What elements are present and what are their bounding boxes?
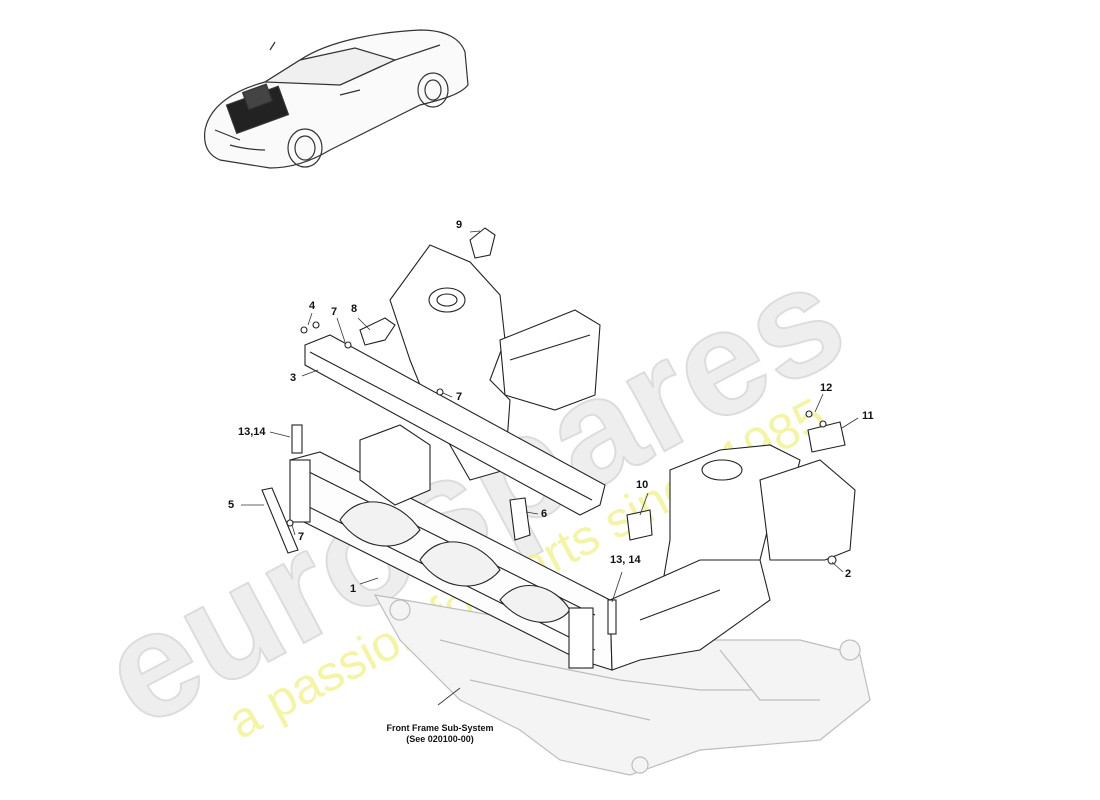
bolt-12a — [805, 410, 813, 418]
plate-13-14-left — [291, 424, 303, 454]
callout-7-middle: 7 — [456, 391, 463, 403]
bolt-12b — [819, 420, 827, 428]
callout-12: 12 — [820, 382, 833, 394]
subsystem-note-title: Front Frame Sub-System — [386, 723, 494, 733]
bolt-7b — [436, 388, 444, 396]
bracket-10 — [626, 509, 653, 541]
callout-7-lower: 7 — [298, 531, 305, 543]
callout-11: 11 — [862, 410, 874, 422]
bracket-6 — [509, 497, 531, 541]
callout-8: 8 — [351, 303, 358, 315]
callout-10: 10 — [636, 479, 649, 491]
upper-cross-member — [304, 334, 606, 516]
bolt-2 — [827, 555, 837, 565]
callout-4: 4 — [309, 300, 316, 312]
bracket-9 — [469, 227, 496, 259]
bolt-4b — [312, 321, 320, 329]
bracket-8 — [359, 317, 396, 346]
car-overview-icon — [203, 29, 469, 169]
callout-1: 1 — [350, 583, 357, 595]
bracket-11 — [807, 421, 846, 453]
callout-2: 2 — [845, 568, 852, 580]
plate-13-14-right — [607, 599, 617, 635]
subsystem-note: Front Frame Sub-System (See 020100-00) — [360, 723, 520, 745]
callout-13-14-left: 13,14 — [238, 426, 266, 438]
bolt-7c — [286, 519, 294, 527]
leader-lines — [241, 230, 859, 706]
callout-9: 9 — [456, 219, 463, 231]
callout-6: 6 — [541, 508, 548, 520]
bolt-7a — [344, 341, 352, 349]
callout-3: 3 — [290, 372, 297, 384]
callout-13-14-right: 13, 14 — [610, 554, 641, 566]
subsystem-note-reference: (See 020100-00) — [406, 734, 474, 744]
callout-5: 5 — [228, 499, 235, 511]
bracket-5 — [261, 487, 299, 554]
callout-7-upper: 7 — [331, 306, 338, 318]
front-frame-assembly-drawing — [261, 227, 856, 671]
bolt-4a — [300, 326, 308, 334]
